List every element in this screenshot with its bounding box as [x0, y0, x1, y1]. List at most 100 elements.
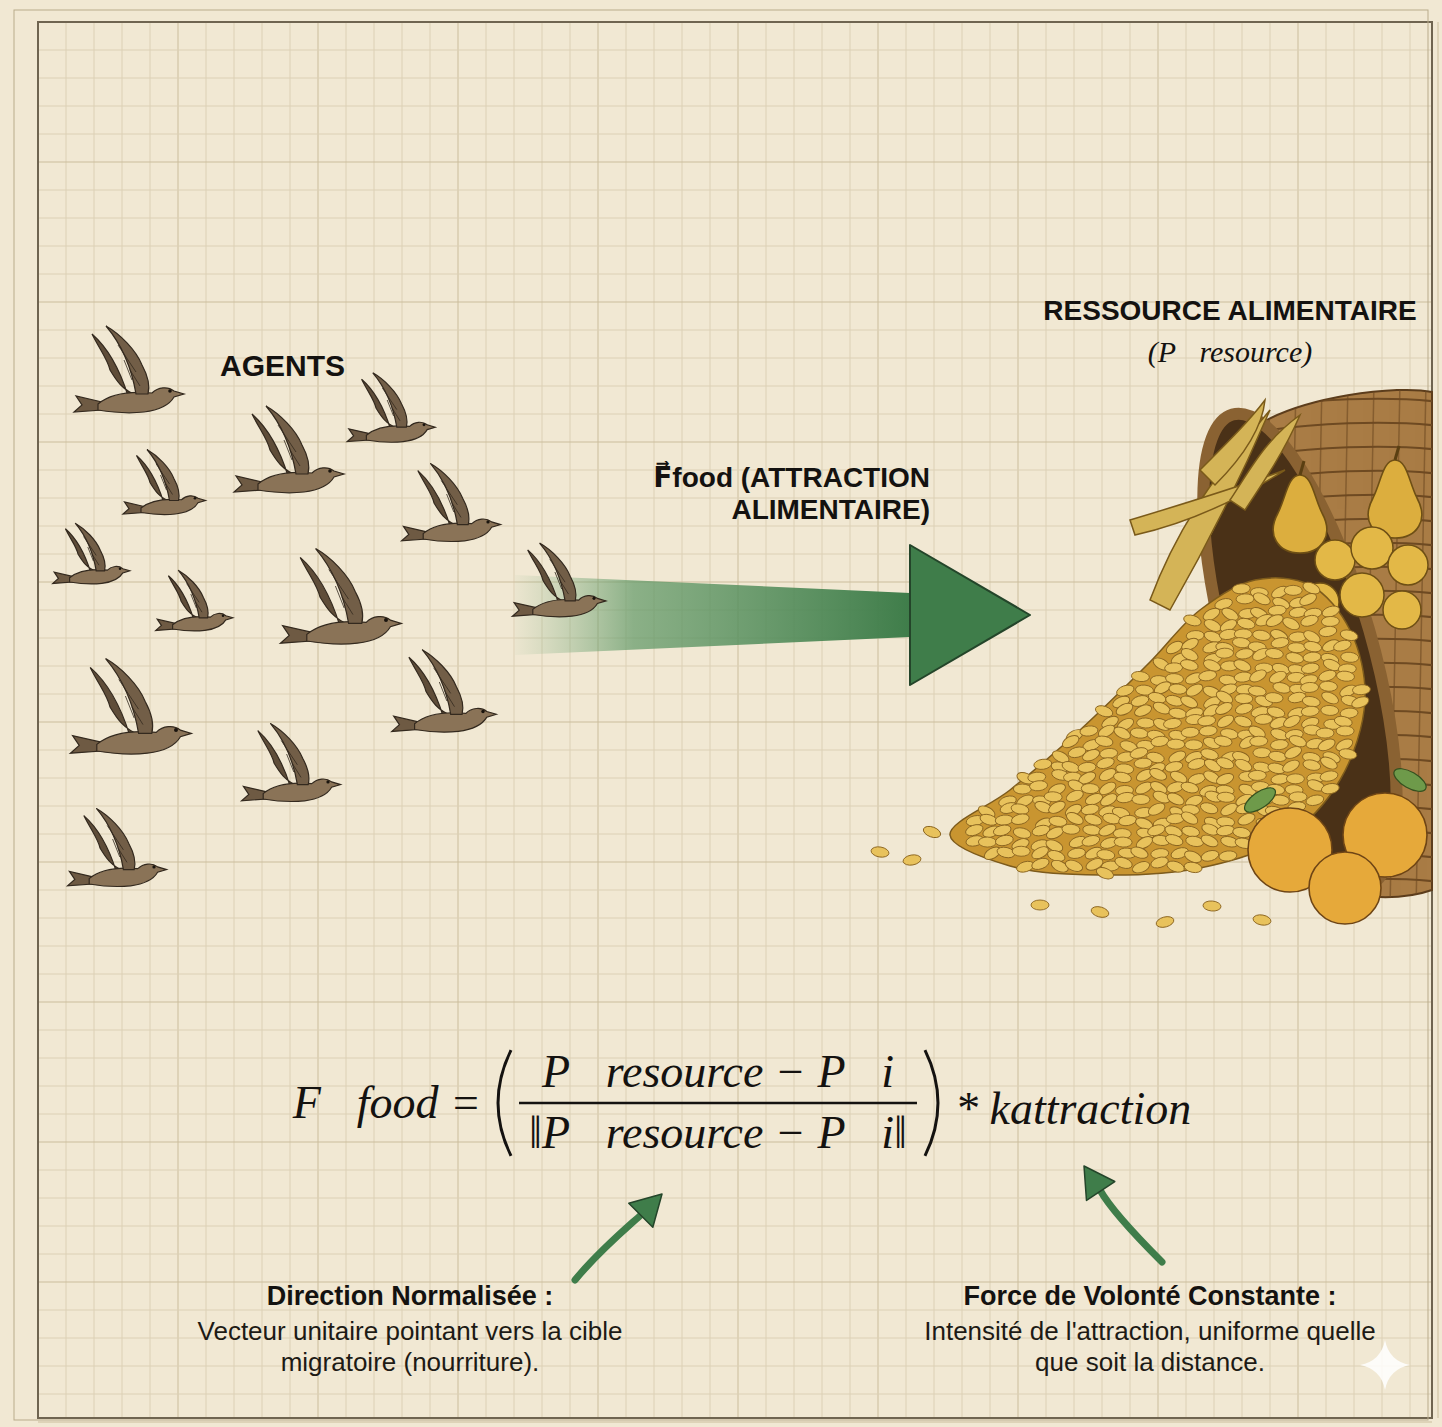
bird-feather	[560, 581, 569, 595]
bird-front-wing	[75, 523, 105, 571]
grain	[1287, 642, 1305, 653]
grid-line	[38, 974, 1432, 975]
grain	[1232, 826, 1251, 839]
grain	[1179, 809, 1200, 826]
grid-line	[514, 22, 515, 1418]
page-frame	[38, 22, 1432, 1418]
agents-group: AGENTS	[50, 330, 515, 930]
bird-eye	[481, 710, 484, 713]
grid-line	[570, 22, 571, 1418]
bird-feather	[284, 440, 292, 460]
page-frame-outer	[14, 10, 1428, 1420]
grain	[1236, 811, 1256, 827]
annotation-body: Intensité de l'attraction, uniforme quel…	[900, 1316, 1400, 1378]
yellow-fruit	[1351, 527, 1393, 569]
grain	[1301, 662, 1321, 675]
grain	[1180, 780, 1200, 795]
grain	[1033, 758, 1052, 770]
grid-line	[682, 22, 683, 1418]
bird-feather	[439, 682, 447, 701]
bird-feather	[445, 692, 455, 707]
weave-line	[1245, 399, 1440, 410]
grid-line	[178, 22, 179, 1418]
bird-front-wing	[430, 463, 468, 524]
bird-back-wing	[252, 414, 298, 476]
grain	[1218, 850, 1237, 862]
grain	[1252, 914, 1271, 927]
grain	[1319, 754, 1340, 771]
grain	[1270, 636, 1289, 649]
grain	[1217, 792, 1236, 803]
grain	[1332, 638, 1352, 653]
bird-back-wing	[90, 667, 141, 735]
grain	[1216, 824, 1236, 837]
grain	[1132, 794, 1150, 804]
grain	[1155, 915, 1175, 929]
basket-mouth	[1163, 395, 1436, 906]
grain	[1350, 695, 1370, 711]
grain	[870, 846, 889, 859]
grain	[1029, 780, 1048, 792]
grain	[1081, 747, 1101, 763]
bird-figure	[156, 570, 233, 631]
bird-feather	[84, 537, 97, 556]
grain	[1214, 700, 1235, 717]
bird-back-wing	[528, 550, 567, 603]
bird-back-wing	[168, 576, 200, 619]
grid-line	[962, 22, 963, 1418]
grain	[1079, 725, 1098, 737]
grain	[1300, 682, 1319, 693]
bird-feather	[392, 408, 400, 421]
bird-back-wing	[65, 529, 97, 572]
bird-back-wing	[137, 456, 172, 503]
grid-line	[262, 22, 263, 1418]
leader-head	[629, 1194, 662, 1227]
bird-back-wing	[300, 557, 351, 625]
grid-line	[66, 22, 67, 1418]
grain	[1336, 670, 1355, 682]
food-basket	[870, 380, 1440, 929]
grid-line	[94, 22, 95, 1418]
node-heading: AGENTS	[220, 348, 440, 384]
bird-eye	[174, 728, 178, 732]
bird-feather	[287, 754, 294, 772]
grain	[1286, 774, 1304, 784]
leader-line	[575, 1214, 642, 1280]
grain	[1136, 718, 1154, 729]
grain	[1236, 593, 1254, 604]
grain	[922, 824, 942, 840]
attraction-arrow	[515, 545, 1030, 685]
grid-line	[38, 1254, 1432, 1255]
grid-line	[1046, 22, 1047, 1418]
bird-figure	[68, 808, 167, 886]
bird-eye	[384, 618, 388, 622]
grain	[1213, 735, 1232, 748]
bird-back-wing	[84, 816, 125, 872]
grain	[1030, 856, 1050, 871]
annotation-heading: Direction Normalisée :	[190, 1280, 630, 1312]
bird-figure	[234, 406, 344, 493]
grain	[978, 837, 996, 847]
grid-line	[1074, 22, 1075, 1418]
bird-figure	[242, 723, 341, 801]
bird-feather	[290, 450, 300, 466]
grid-line	[822, 22, 823, 1418]
grain	[1235, 693, 1253, 703]
bird-back-wing	[362, 379, 399, 429]
grid-line	[1438, 22, 1439, 1418]
grid-line	[38, 330, 1432, 331]
grain	[1340, 651, 1359, 663]
grid-line	[346, 22, 347, 1418]
grain	[1301, 705, 1320, 717]
grain	[1199, 725, 1218, 737]
bird-feather	[434, 668, 451, 694]
grid-line	[542, 22, 543, 1418]
grain	[1133, 703, 1153, 719]
bird-front-wing	[266, 406, 309, 474]
pear	[1368, 460, 1421, 538]
grid-line	[38, 1002, 1432, 1003]
grid-line	[766, 22, 767, 1418]
grid-line	[738, 22, 739, 1418]
